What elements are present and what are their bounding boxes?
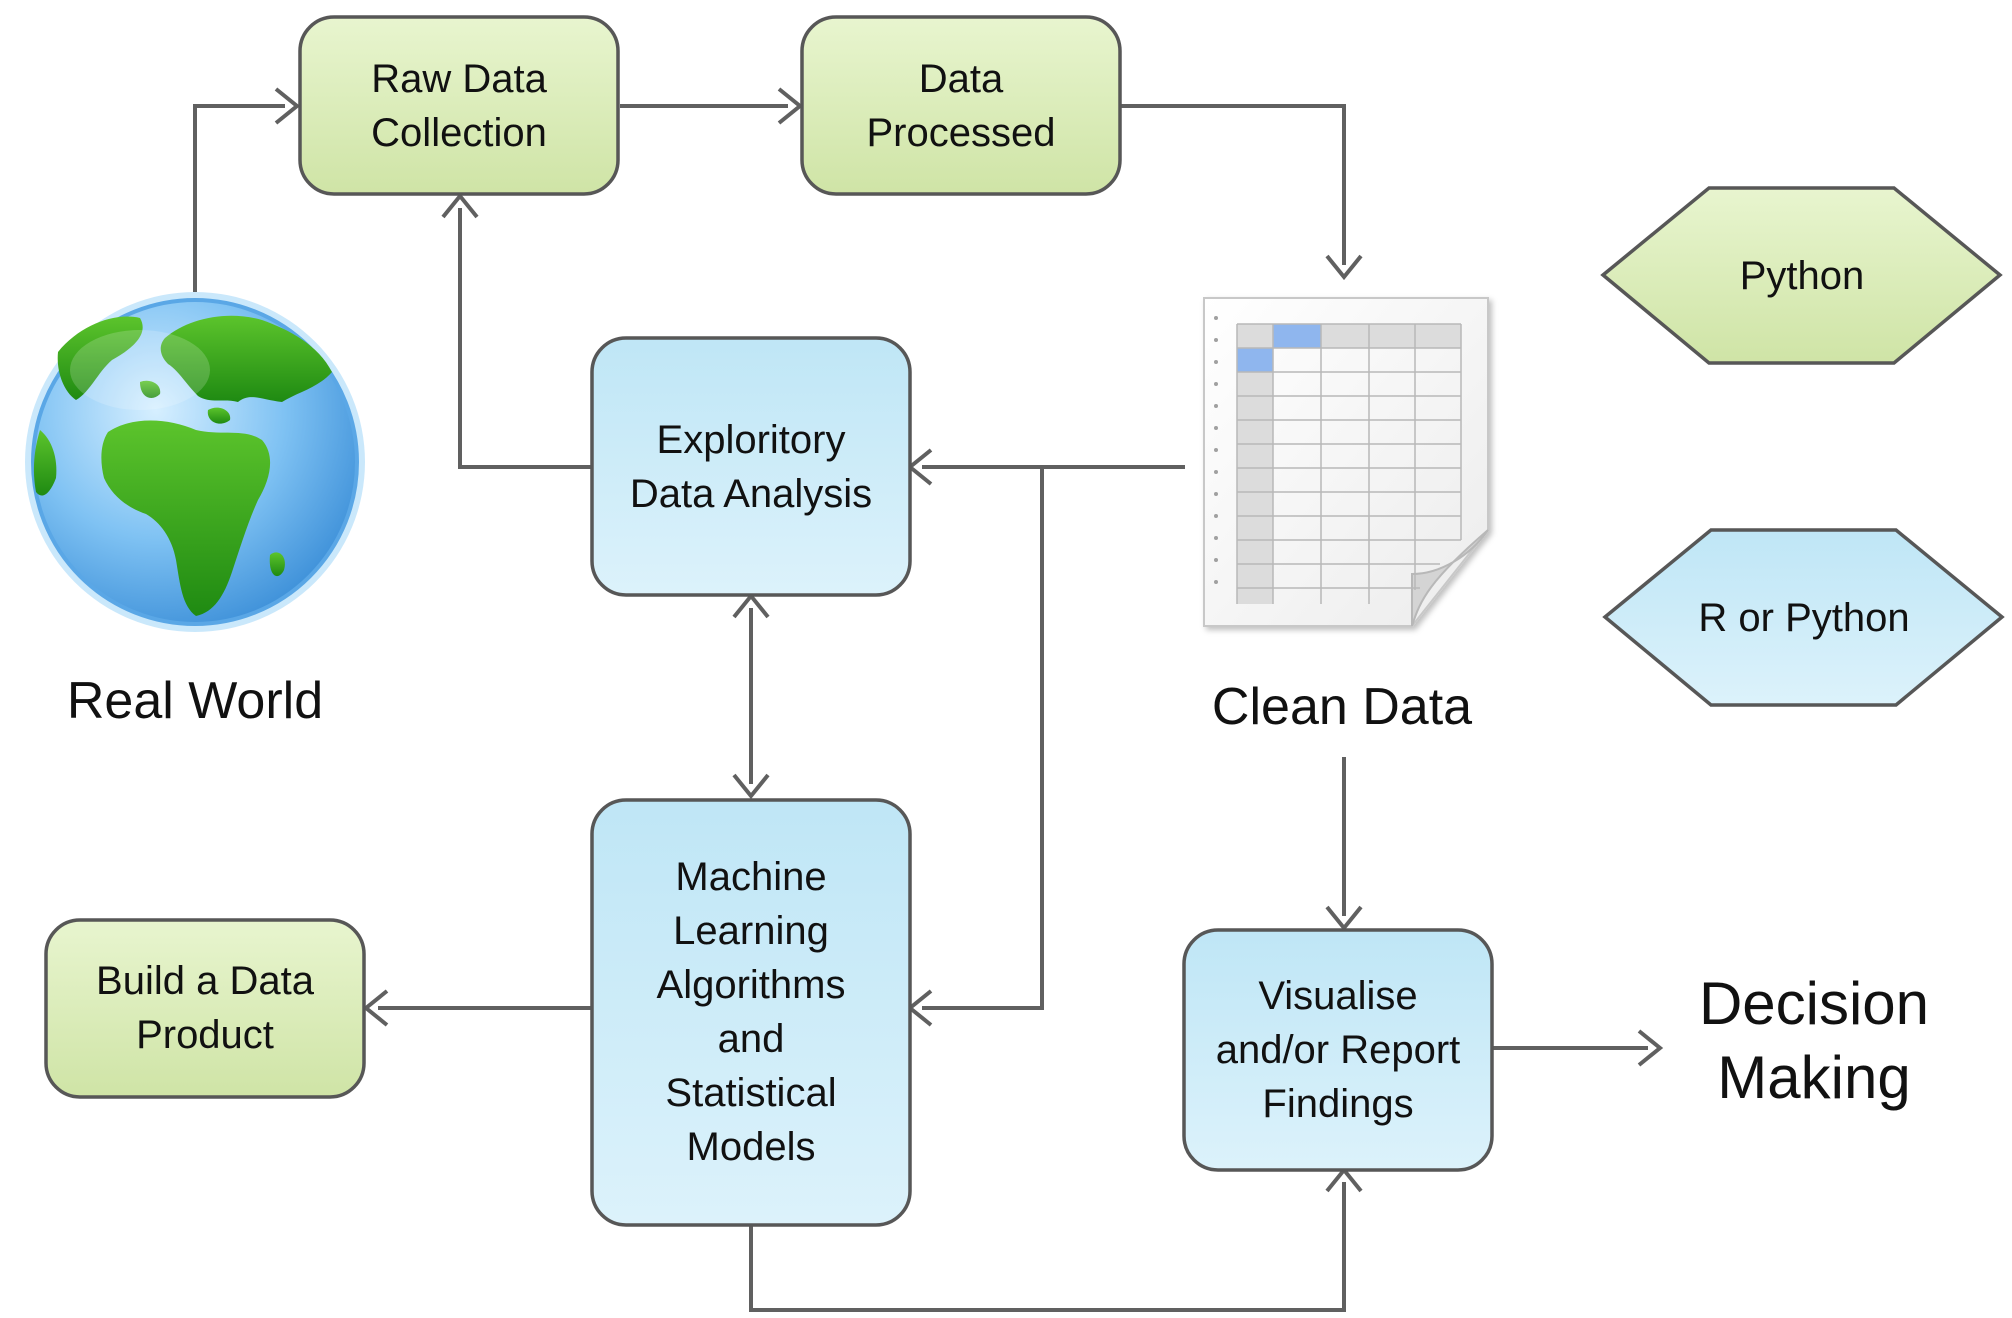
node-exploratory-data-analysis: Exploritory Data Analysis [590,336,912,597]
arrowhead-rawdata-left [274,87,301,125]
arrow-realworld-to-rawdata [193,104,285,292]
decision-making-line-2: Making [1717,1044,1910,1111]
raw-data-collection-line-2: Collection [371,111,547,155]
node-data-processed: Data Processed [800,15,1122,196]
build-data-product-line-1: Build a Data [96,959,315,1003]
arrowhead-ml-top [732,773,770,800]
arrow-cleandata-to-ml [922,467,1044,1010]
build-data-product-line-2: Product [136,1013,274,1057]
visualise-line-3: Findings [1262,1082,1413,1126]
data-processed-line-1: Data [919,57,1004,101]
globe-icon [25,292,365,632]
legend-python-label: Python [1740,254,1865,298]
node-raw-data-collection: Raw Data Collection [298,15,620,196]
clean-data-label: Clean Data [1212,678,1472,736]
node-machine-learning-models: Machine Learning Algorithms and Statisti… [590,798,912,1227]
spreadsheet-icon [1203,297,1489,627]
ml-line-1: Machine [675,855,826,899]
arrow-eda-to-rawdata [458,208,592,469]
ml-line-6: Models [687,1125,816,1169]
arrowhead-rawdata-bottom [441,192,479,219]
legend-python: Python [1600,186,2003,365]
eda-line-2: Data Analysis [630,472,872,516]
legend-r-or-python-label: R or Python [1698,596,1909,640]
ml-line-5: Statistical [665,1071,836,1115]
legend-r-or-python-hexagon [1602,528,2005,707]
arrowhead-processed-left [777,87,804,125]
visualise-line-1: Visualise [1258,974,1417,1018]
ml-line-2: Learning [673,909,829,953]
node-build-data-product: Build a Data Product [44,918,366,1099]
eda-line-1: Exploritory [657,418,846,462]
ml-line-3: Algorithms [657,963,846,1007]
spreadsheet-grid [1214,316,1462,604]
arrow-ml-to-visualise [749,1182,1346,1312]
legend-r-or-python: R or Python [1602,528,2005,707]
node-visualise-report-findings: Visualise and/or Report Findings [1182,928,1494,1172]
connectors [193,87,1664,1312]
arrowhead-visualise-top [1325,905,1363,932]
real-world-label: Real World [67,672,323,730]
data-processed-line-2: Processed [867,111,1056,155]
visualise-line-2: and/or Report [1216,1028,1461,1072]
decision-making-line-1: Decision [1699,970,1929,1037]
ml-line-4: and [718,1017,785,1061]
arrowhead-cleandata-top [1325,254,1363,281]
legend-python-hexagon [1600,186,2003,365]
arrowhead-decision-left [1637,1029,1664,1067]
raw-data-collection-line-1: Raw Data [371,57,547,101]
arrow-processed-to-cleandata [1120,104,1346,265]
arrowhead-product-right [362,989,389,1027]
